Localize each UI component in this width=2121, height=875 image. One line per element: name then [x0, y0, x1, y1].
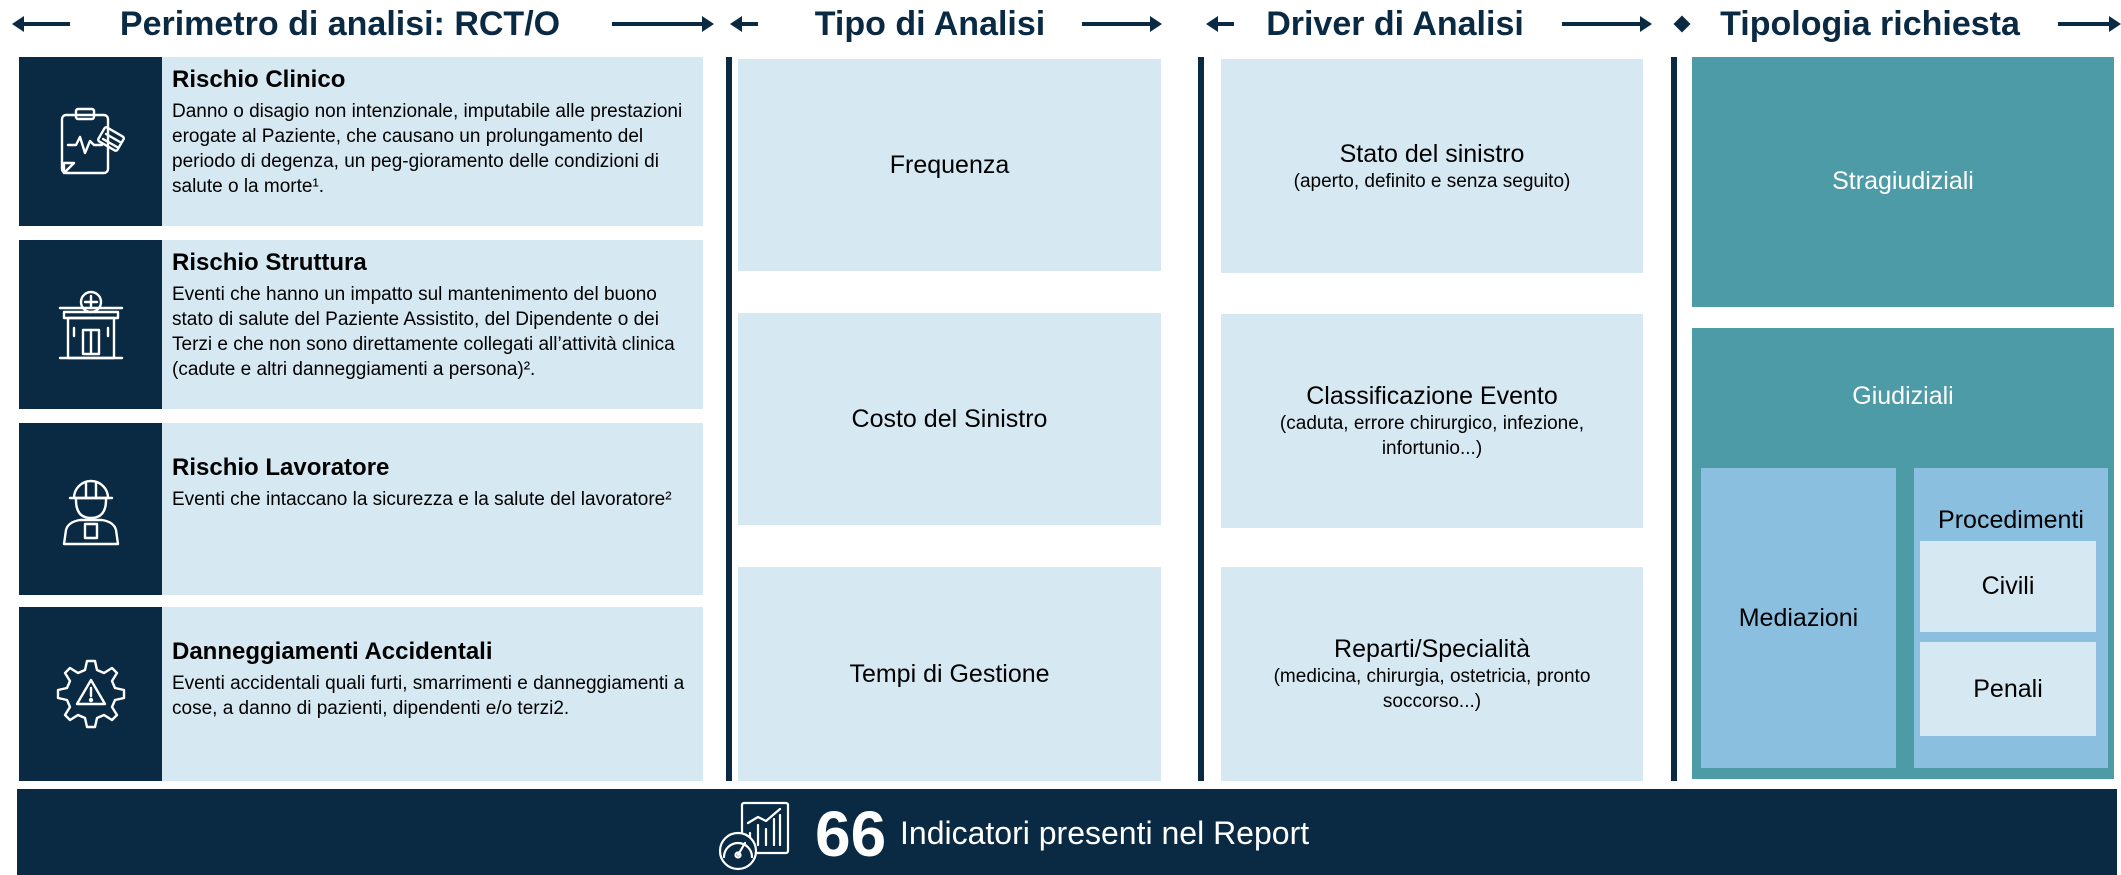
mediazioni-label: Mediazioni — [1738, 603, 1859, 632]
driver-sub: (medicina, chirurgia, ostetricia, pronto… — [1273, 666, 1591, 712]
arrow-left-icon — [1206, 16, 1218, 32]
risk-card-lavoratore: Rischio Lavoratore Eventi che intaccano … — [19, 423, 703, 595]
header-line — [22, 22, 70, 26]
risk-text: Rischio Struttura Eventi che hanno un im… — [162, 240, 703, 409]
driver-box-reparti: Reparti/Specialità (medicina, chirurgia,… — [1221, 567, 1643, 781]
risk-text: Rischio Clinico Danno o disagio non inte… — [162, 57, 703, 226]
header-tipo-title: Tipo di Analisi — [814, 5, 1046, 43]
driver-main: Stato del sinistro — [1339, 139, 1525, 168]
header-line — [2058, 22, 2114, 26]
risk-card-struttura: Rischio Struttura Eventi che hanno un im… — [19, 240, 703, 409]
driver-sub: (caduta, errore chirurgico, infezione, i… — [1279, 413, 1585, 459]
arrow-left-icon — [730, 16, 742, 32]
header-driver-title: Driver di Analisi — [1266, 5, 1524, 43]
header-line — [1082, 22, 1154, 26]
arrow-left-icon — [12, 16, 24, 32]
dashboard-report-icon — [714, 799, 804, 875]
risk-description: Danno o disagio non intenzionale, imputa… — [172, 101, 683, 197]
hospital-building-icon — [19, 240, 162, 409]
civili-label: Civili — [1981, 572, 2035, 600]
procedimenti-box: Procedimenti Civili Penali — [1914, 468, 2108, 768]
mediazioni-box: Mediazioni — [1701, 468, 1896, 768]
tipo-label: Costo del Sinistro — [851, 405, 1048, 433]
arrow-right-icon — [2109, 16, 2121, 32]
column-divider — [1671, 57, 1677, 781]
risk-description: Eventi che intaccano la sicurezza e la s… — [172, 489, 672, 510]
header-tipologia-title: Tipologia richiesta — [1720, 5, 2020, 43]
arrow-right-icon — [702, 16, 714, 32]
diamond-icon — [1673, 15, 1691, 33]
arrow-right-icon — [1640, 16, 1652, 32]
risk-title: Rischio Lavoratore — [172, 454, 390, 481]
header-perimetro-title: Perimetro di analisi: RCT/O — [119, 5, 561, 43]
tipo-box-costo: Costo del Sinistro — [738, 313, 1161, 525]
header-line — [1562, 22, 1644, 26]
driver-box-stato: Stato del sinistro (aperto, definito e s… — [1221, 59, 1643, 273]
risk-card-clinico: Rischio Clinico Danno o disagio non inte… — [19, 57, 703, 226]
risk-text: Rischio Lavoratore Eventi che intaccano … — [162, 423, 703, 595]
footer-banner: 66 Indicatori presenti nel Report — [17, 789, 2117, 875]
civili-box: Civili — [1920, 541, 2096, 632]
column-divider — [726, 57, 732, 781]
worker-helmet-icon — [19, 423, 162, 595]
tipo-label: Frequenza — [889, 151, 1010, 179]
risk-description: Eventi che hanno un impatto sul mantenim… — [172, 284, 675, 380]
risk-title: Rischio Struttura — [172, 249, 367, 276]
risk-text: Danneggiamenti Accidentali Eventi accide… — [162, 607, 703, 781]
driver-main: Reparti/Specialità — [1334, 635, 1530, 663]
column-divider — [1198, 57, 1204, 781]
risk-title: Danneggiamenti Accidentali — [172, 638, 493, 665]
tipologia-giudiziali: Giudiziali Mediazioni Procedimenti Civil… — [1692, 328, 2114, 779]
penali-label: Penali — [1973, 674, 2043, 703]
risk-description: Eventi accidentali quali furti, smarrime… — [172, 673, 685, 719]
header-line — [612, 22, 706, 26]
header-line — [740, 22, 758, 26]
header-line — [1216, 22, 1234, 26]
tipo-box-frequenza: Frequenza — [738, 59, 1161, 271]
tipo-box-tempi: Tempi di Gestione — [738, 567, 1161, 781]
penali-box: Penali — [1920, 642, 2096, 736]
driver-sub: (aperto, definito e senza seguito) — [1293, 170, 1571, 192]
procedimenti-label: Procedimenti — [1938, 506, 2084, 534]
tipologia-stragiudiziali: Stragiudiziali — [1692, 57, 2114, 307]
giudiziali-label: Giudiziali — [1852, 382, 1954, 410]
clipboard-heartbeat-icon — [19, 57, 162, 226]
tipo-label: Tempi di Gestione — [849, 660, 1050, 688]
stragiudiziali-label: Stragiudiziali — [1832, 167, 1974, 195]
risk-card-danneggiamenti: Danneggiamenti Accidentali Eventi accide… — [19, 607, 703, 781]
risk-title: Rischio Clinico — [172, 66, 346, 93]
driver-main: Classificazione Evento — [1306, 382, 1558, 410]
indicator-label: Indicatori presenti nel Report — [900, 815, 1310, 851]
arrow-right-icon — [1150, 16, 1162, 32]
gear-warning-icon — [19, 607, 162, 781]
driver-box-classificazione: Classificazione Evento (caduta, errore c… — [1221, 314, 1643, 528]
indicator-count: 66 — [815, 798, 887, 870]
